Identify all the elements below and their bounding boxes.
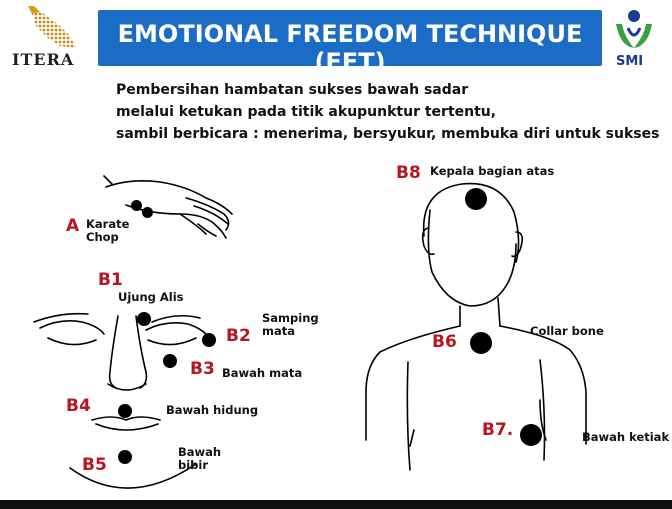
point-b7-code: B7. (482, 420, 514, 440)
itera-logo-text: ITERA (12, 50, 75, 69)
point-b4-label: Bawah hidung (166, 403, 259, 417)
point-b3-label: Bawah mata (222, 366, 303, 380)
itera-logo: ITERA (10, 4, 90, 70)
point-a-dot-2 (142, 207, 153, 218)
point-b5-code: B5 (82, 455, 107, 475)
intro-line-1: Pembersihan hambatan sukses bawah sadar (116, 82, 469, 98)
bottom-bar (0, 500, 672, 509)
point-b8-dot (465, 188, 487, 210)
point-a-dot-1 (131, 200, 142, 211)
point-b2-code: B2 (226, 326, 251, 346)
point-b3-code: B3 (190, 359, 215, 379)
page-title: EMOTIONAL FREEDOM TECHNIQUE (EFT) (117, 20, 583, 76)
point-b6-dot (470, 332, 492, 354)
point-b6-label: Collar bone (530, 324, 604, 338)
point-b6-code: B6 (432, 332, 457, 352)
point-b7-label: Bawah ketiak (582, 430, 670, 444)
point-b3-dot (163, 354, 177, 368)
point-b2-dot (202, 333, 216, 347)
point-b4-dot (118, 404, 132, 418)
point-b1-label: Ujung Alis (118, 290, 184, 304)
smi-logo: SMI (606, 6, 664, 72)
point-b1-code: B1 (98, 270, 123, 290)
point-a-code: A (66, 216, 80, 236)
smi-emblem-icon (616, 10, 652, 48)
point-b5-label: Bawah bibir (178, 445, 222, 472)
point-b7-dot (520, 424, 542, 446)
intro-line-3: sambil berbicara : menerima, bersyukur, … (116, 126, 660, 142)
point-b8-code: B8 (396, 163, 421, 183)
point-a-label: Karate Chop (86, 217, 130, 244)
face-illustration (33, 312, 207, 489)
point-b5-dot (118, 450, 132, 464)
hand-illustration (103, 175, 233, 239)
point-b8-label: Kepala bagian atas (430, 164, 555, 178)
point-b2-label: Samping mata (262, 311, 319, 338)
point-b4-code: B4 (66, 396, 91, 416)
body-illustration (365, 182, 587, 471)
title-bar: EMOTIONAL FREEDOM TECHNIQUE (EFT) (98, 10, 602, 76)
itera-emblem-icon (28, 6, 76, 48)
smi-logo-text: SMI (616, 54, 644, 69)
intro-line-2: melalui ketukan pada titik akupunktur te… (116, 104, 497, 120)
point-b1-dot (137, 312, 151, 326)
